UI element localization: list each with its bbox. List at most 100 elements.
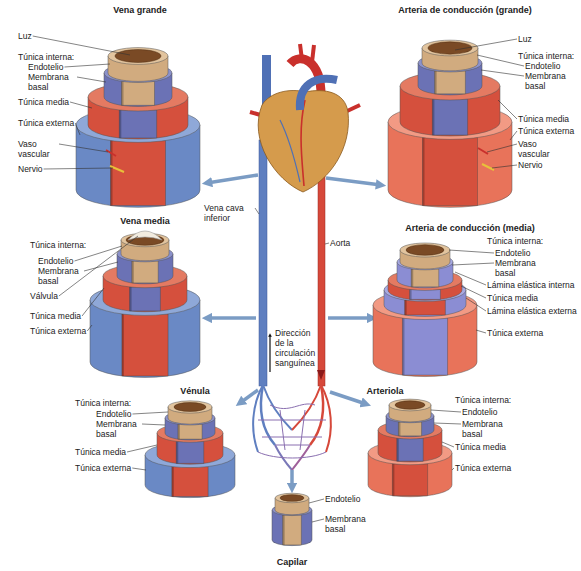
flow-arrow-red — [317, 370, 325, 380]
part-label: Endotelio — [325, 494, 360, 504]
cutaway-face — [410, 289, 441, 299]
part-label: Membrana basal — [38, 266, 83, 286]
part-label: Túnica interna: — [75, 398, 131, 408]
valve-flap — [128, 231, 162, 240]
part-label: Endotelio — [28, 62, 63, 72]
vessel-heading: Vena grande — [60, 5, 220, 16]
cutaway-shade — [111, 141, 113, 206]
leader-line — [309, 499, 324, 503]
aortic-branch — [300, 44, 302, 60]
cutaway-shade — [405, 300, 407, 315]
leader-line — [255, 208, 259, 214]
cutaway-shade — [176, 441, 178, 463]
part-label: Túnica externa — [487, 328, 543, 338]
leader-line — [461, 286, 486, 298]
leader-line — [325, 243, 329, 244]
cutaway-shade — [402, 318, 404, 375]
part-label: Túnica media — [487, 293, 538, 303]
capillary-vessel — [270, 404, 315, 409]
vessel-drawing — [145, 401, 235, 498]
vessel-layer-top — [400, 243, 450, 257]
flow-arrow — [269, 335, 270, 372]
leader-line — [44, 168, 113, 169]
cutaway-face — [122, 314, 168, 376]
leader-line — [75, 123, 80, 135]
nerve — [110, 166, 124, 172]
cutaway-shade — [283, 515, 285, 545]
cutaway-shade — [432, 99, 434, 135]
part-label: Membrana basal — [495, 258, 540, 278]
part-label: Túnica media — [30, 311, 81, 321]
cutaway-shade — [122, 81, 124, 105]
part-label: Túnica interna: — [455, 395, 511, 405]
cutaway-shade — [398, 422, 400, 436]
nerve — [482, 164, 494, 170]
leader-line — [59, 144, 108, 152]
vessel-panel: Capilar — [262, 488, 322, 568]
cutaway-face — [405, 300, 446, 315]
aortic-branch — [312, 45, 314, 62]
leader-line — [492, 165, 517, 168]
pointer-arrow — [328, 316, 372, 320]
part-label: Túnica media — [18, 97, 69, 107]
leader-line — [487, 144, 517, 152]
part-label: Endotelio — [495, 248, 530, 258]
part-label: Túnica externa — [18, 118, 74, 128]
leader-line — [64, 64, 110, 67]
part-label: Túnica externa — [455, 463, 511, 473]
vessel-panel: Arteriola — [345, 386, 425, 494]
vasa-vasorum — [106, 150, 116, 156]
vessel-heading: Vénula — [140, 386, 250, 397]
pointer-arrow — [207, 316, 256, 320]
part-label: Lámina elástica externa — [487, 306, 577, 316]
cutaway-shade — [397, 438, 399, 461]
cutaway-shade — [132, 261, 134, 283]
capillary-vessel — [258, 420, 326, 421]
part-label: Membrana basal — [28, 72, 76, 92]
cutaway-shade — [178, 424, 180, 439]
cutaway-shade — [172, 467, 174, 497]
capillary-vessel — [275, 445, 310, 446]
leader-line — [70, 102, 92, 108]
vessel-drawing — [388, 40, 512, 207]
vessel-panel: Vena grande — [60, 5, 220, 200]
cutaway-shade — [122, 314, 124, 376]
vessel-heading: Capilar — [262, 557, 322, 568]
part-label: Vena cava inferior — [204, 203, 254, 223]
leader-line — [455, 39, 517, 50]
leader-line — [84, 262, 118, 271]
vessel-drawing — [368, 399, 452, 497]
part-label: Aorta — [330, 238, 350, 248]
cutaway-face — [397, 438, 423, 461]
part-label: Túnica interna: — [487, 236, 543, 246]
leader-line — [127, 445, 157, 452]
leader-line — [312, 519, 324, 522]
cutaway-face — [283, 515, 302, 545]
vessel-heading: Arteria de conducción (grande) — [380, 5, 550, 16]
capillary-vessel — [300, 410, 305, 450]
cutaway-face — [172, 467, 208, 497]
cutaway-shade — [130, 287, 132, 311]
vessel-layer-top — [108, 48, 168, 65]
pointer-arrow — [326, 178, 381, 185]
part-label: Túnica externa — [30, 326, 86, 336]
circulation — [207, 44, 381, 488]
part-label: Túnica media — [455, 442, 506, 452]
cutaway-face — [392, 464, 427, 496]
cutaway-shade — [435, 71, 437, 94]
vessel-lumen — [115, 50, 161, 63]
part-label: Túnica externa — [75, 463, 131, 473]
vessel-drawing — [90, 231, 200, 377]
leader-line — [431, 410, 461, 412]
part-label: Túnica interna: — [30, 240, 86, 250]
part-label: Membrana basal — [96, 419, 141, 439]
capillary-vessel — [321, 385, 331, 452]
cutaway-shade — [119, 110, 121, 138]
leader-line — [477, 55, 524, 66]
vessel-heading: Vena media — [80, 216, 210, 227]
vessel-heading: Arteriola — [345, 386, 425, 397]
pointer-arrow — [330, 392, 366, 404]
cutaway-face — [411, 269, 439, 287]
part-label: Membrana basal — [325, 514, 370, 534]
